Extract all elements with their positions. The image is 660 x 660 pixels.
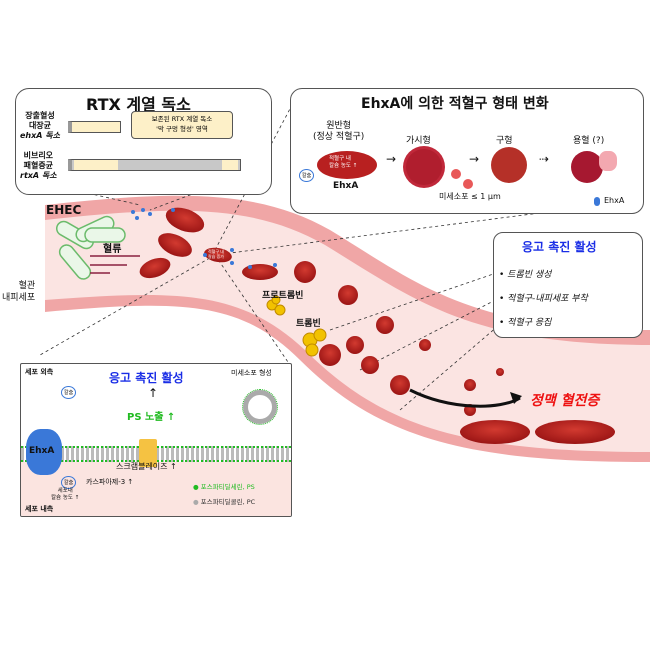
- label-line: 패혈증균: [23, 161, 54, 170]
- label-line: 대장균: [28, 121, 52, 130]
- microvesicle-formation-label: 미세소포 형성: [231, 369, 272, 377]
- coagulation-panel: 응고 촉진 활성 • 트롬빈 생성 • 적혈구-내피세포 부착 • 적혈구 응집: [493, 232, 643, 338]
- pc-legend: ● 포스파티딜콜린, PC: [193, 498, 256, 506]
- scramblase-label: 스크램블레이즈 ↑: [116, 462, 177, 471]
- ehxa-pore: [26, 429, 62, 475]
- membrane-title: 응고 촉진 활성: [109, 371, 184, 385]
- thrombosis-label: 정맥 혈전증: [530, 393, 600, 409]
- rbc-calcium-small: 적혈구 내 칼슘 증가: [208, 249, 224, 259]
- red-blood-cells: [139, 207, 615, 444]
- outside-label: 세포 외측: [25, 368, 54, 376]
- blood-flow-label: 혈류: [103, 244, 122, 255]
- rtxa-gene-bar: [68, 159, 241, 171]
- scramblase-protein: [139, 439, 157, 467]
- ehxa-toxins: [131, 208, 277, 269]
- ps-legend-text: 포스파티딜세린, PS: [200, 483, 255, 491]
- microvesicle: [451, 169, 461, 179]
- rtx-title: RTX 계열 독소: [86, 95, 191, 114]
- endothelium-label: 혈관 내피세포: [2, 281, 36, 303]
- flow-arrows: [90, 255, 140, 274]
- item-text: 트롬빈 생성: [507, 270, 552, 280]
- legend-line: '막 구멍 형성' 영역: [156, 125, 208, 133]
- item-text: 적혈구-내피세포 부착: [507, 294, 588, 304]
- ehxa-gene-bar: [68, 121, 121, 133]
- membrane-panel: 세포 외측 세포 내측 응고 촉진 활성 ↑ PS 노출 ↑ 미세소포 형성 E…: [20, 363, 292, 517]
- ehxa-label: EhxA: [333, 181, 359, 191]
- ehec-bacteria: [55, 215, 126, 280]
- morphology-panel: EhxA에 의한 적혈구 형태 변화 원반형 (정상 적혈구) 가시형 구형 용…: [290, 88, 644, 214]
- prothrombin-thrombin: [266, 295, 327, 357]
- microvesicle-label: 미세소포 ≤ 1 μm: [439, 192, 501, 201]
- microvesicle-icon: [242, 389, 278, 425]
- thrombosis-arrow: [409, 388, 521, 408]
- thrombin-label: 트롬빈: [296, 319, 321, 329]
- morphology-title: EhxA에 의한 적혈구 형태 변화: [361, 96, 549, 112]
- arrow-icon: →: [469, 152, 480, 166]
- label-line: 비브리오: [23, 151, 54, 160]
- ehxa-pore-label: EhxA: [29, 446, 55, 456]
- lysed-rbc: [571, 151, 603, 183]
- spherocyte-rbc: [491, 147, 527, 183]
- echinocyte-rbc: [406, 149, 442, 185]
- microvesicle: [463, 179, 473, 189]
- vessel-lumen: [45, 210, 650, 452]
- conserved-region-legend: 보존된 RTX 계열 독소 '막 구멍 형성' 영역: [131, 111, 233, 139]
- ehxa-legend-label: EhxA: [604, 196, 625, 205]
- stage-spherocyte: 구형: [496, 136, 513, 146]
- inside-label: 세포 내측: [25, 505, 54, 513]
- ehec-label: EHEC: [46, 203, 82, 217]
- arrow-icon: →: [386, 152, 397, 166]
- stage-discocyte: 원반형 (정상 적혈구): [313, 121, 365, 142]
- stage-hemolysis: 용혈 (?): [573, 136, 605, 146]
- caspase-label: 카스파아제-3 ↑: [86, 478, 134, 486]
- ps-legend: ● 포스파티딜세린, PS: [193, 483, 255, 491]
- prothrombin-label: 프로트롬빈: [262, 291, 304, 301]
- ehxa-legend-icon: [594, 197, 600, 206]
- up-arrow-icon: ↑: [148, 386, 159, 400]
- hemolysis-debris: [599, 151, 617, 171]
- pc-legend-text: 포스파티딜콜린, PC: [200, 498, 256, 506]
- calcium-ion: 칼슘: [61, 386, 77, 399]
- list-item: • 적혈구-내피세포 부착: [499, 294, 588, 304]
- label-line: rtxA 독소: [20, 171, 57, 180]
- coagulation-list: • 트롬빈 생성 • 적혈구-내피세포 부착 • 적혈구 응집: [499, 263, 588, 335]
- coagulation-title: 응고 촉진 활성: [522, 240, 597, 254]
- discocyte-rbc: [317, 151, 377, 179]
- list-item: • 적혈구 응집: [499, 318, 552, 328]
- dashed-arrow-icon: ⇢: [539, 152, 550, 166]
- calcium-ion: 칼슘: [61, 476, 77, 489]
- legend-line: 보존된 RTX 계열 독소: [151, 115, 213, 123]
- label-line: ehxA 독소: [20, 131, 60, 140]
- list-item: • 트롬빈 생성: [499, 270, 552, 280]
- rbc-calcium-text: 적혈구 내 칼슘 농도 ↑: [329, 156, 358, 169]
- ps-exposure-label: PS 노출 ↑: [127, 412, 176, 423]
- item-text: 적혈구 응집: [507, 318, 552, 328]
- label-line: 장출혈성: [25, 111, 55, 120]
- intracellular-calcium-label: 세포내 칼슘 농도 ↑: [51, 488, 80, 501]
- stage-echinocyte: 가시형: [406, 136, 431, 146]
- calcium-ion: 칼슘: [299, 169, 315, 182]
